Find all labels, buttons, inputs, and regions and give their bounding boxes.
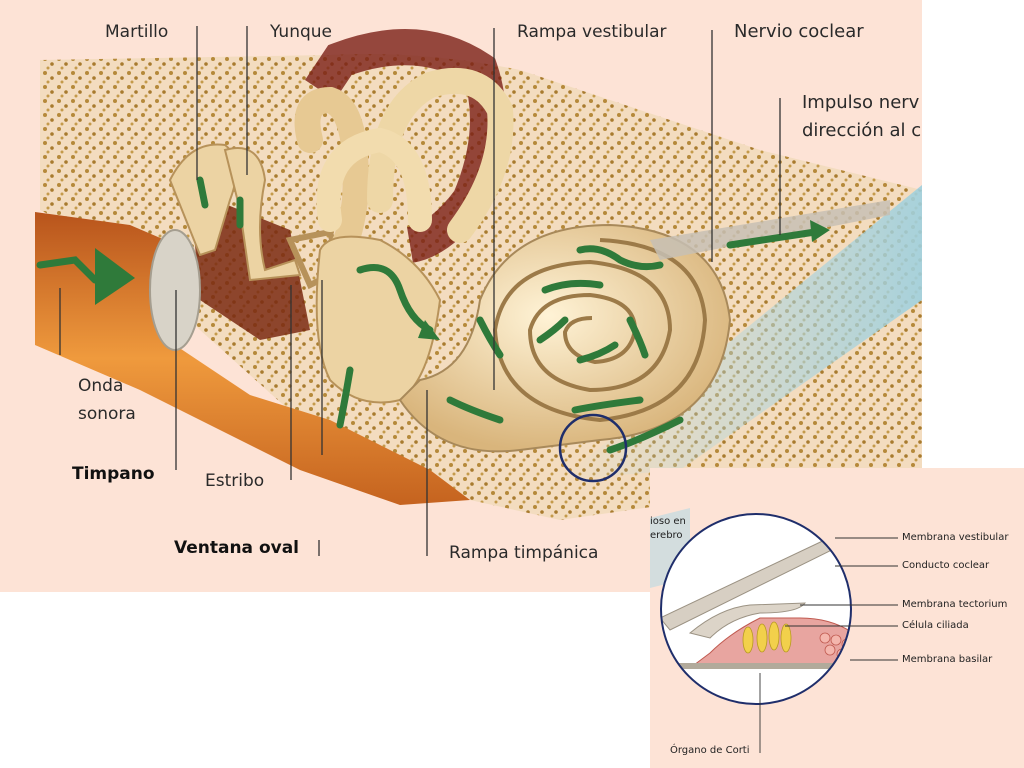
cochlear-nerve (650, 200, 890, 260)
label-rampa-vestibular: Rampa vestibular (517, 22, 667, 42)
label-onda-line1: Onda (78, 376, 124, 396)
label-estribo: Estribo (205, 471, 265, 491)
inset-circle-outline (660, 513, 852, 705)
eardrum (149, 229, 201, 351)
label-rampa-timpanica: Rampa timpánica (449, 543, 599, 563)
label-membrana-vestibular: Membrana vestibular (902, 532, 1009, 543)
cochlea-spiral (492, 238, 708, 423)
label-celula-ciliada: Célula ciliada (902, 620, 969, 631)
sound-wave-arrows (36, 176, 819, 454)
label-martillo: Martillo (105, 22, 169, 42)
corti-highlight-circle (558, 413, 628, 483)
label-impulso-line2: dirección al c (802, 120, 922, 141)
label-ventana-oval: Ventana oval (174, 538, 300, 558)
label-timpano: Timpano (72, 464, 155, 484)
ear-diagram: Martillo Yunque Rampa vestibular Nervio … (0, 0, 922, 592)
ear-illustration (35, 26, 922, 556)
ear-canal (35, 212, 470, 505)
label-impulso-line1: Impulso nerv (802, 92, 920, 113)
tectorial-membrane (688, 602, 806, 639)
label-onda-line2: sonora (78, 404, 136, 424)
corti-illustration (650, 508, 898, 753)
semicircular-canal-2 (367, 67, 514, 243)
label-membrana-basilar: Membrana basilar (902, 654, 993, 665)
label-membrana-tectorium: Membrana tectorium (902, 599, 1008, 610)
basilar-membrane (661, 663, 851, 669)
inset-pointer-lines (759, 537, 898, 753)
label-organo-de-corti: Órgano de Corti (670, 745, 750, 756)
label-pointer-lines (59, 26, 781, 556)
label-yunque: Yunque (270, 22, 333, 42)
vestibular-membrane (661, 527, 851, 631)
inset-left-line2: erebro (650, 530, 683, 541)
label-nervio-coclear: Nervio coclear (734, 21, 864, 42)
semicircular-canal-1 (294, 86, 369, 263)
arrow-heads (95, 220, 830, 340)
inset-left-line1: ioso en (650, 516, 686, 527)
organ-of-corti-inset: ioso en erebro Membrana vestibular Condu… (650, 468, 1024, 768)
label-conducto-coclear: Conducto coclear (902, 560, 990, 571)
hair-cells (742, 621, 792, 654)
semicircular-canal-3 (316, 127, 432, 232)
incus (223, 147, 302, 282)
